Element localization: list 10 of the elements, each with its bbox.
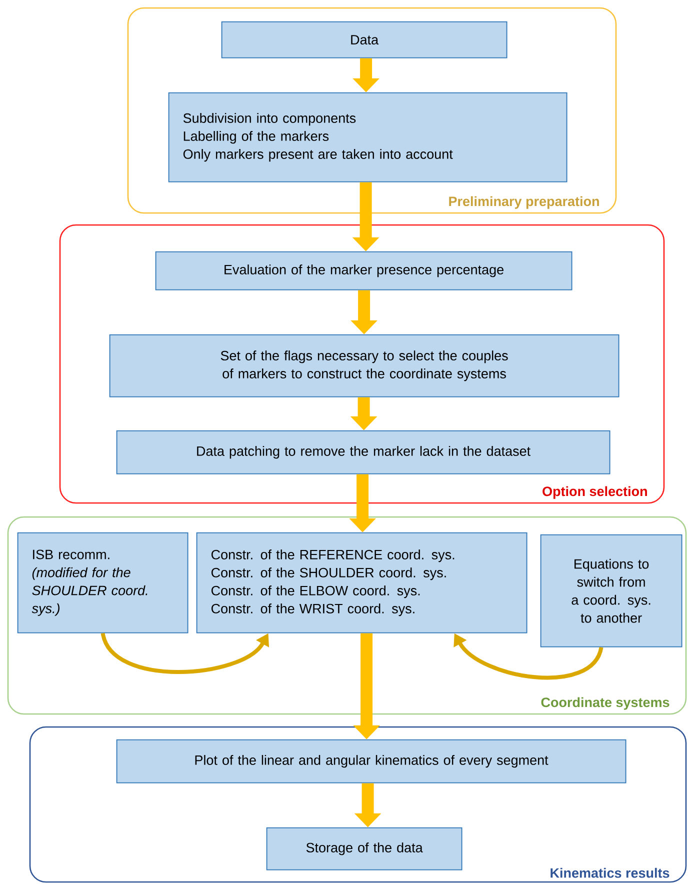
process-box: Data [221, 21, 508, 58]
process-box: Plot of the linear and angular kinematics of every segment [116, 739, 626, 784]
process-box: Evaluation of the marker presence percentage [155, 251, 572, 290]
process-box: Storage of the data [266, 827, 462, 870]
process-box: Set of the flags necessary to select the couples of markers to construct the coordinate systems [109, 334, 620, 398]
process-box: Constr. of the REFERENCE coord. sys. Constr. of the SHOULDER coord. sys. Constr. of the ELBOW coord. sys. Constr. of the WRIST coord. sys. [196, 532, 528, 634]
process-box: Subdivision into components Labelling of the markers Only markers present are taken into account [168, 92, 568, 182]
process-box: ISB recomm. (modified for the SHOULDER coord. sys.) [17, 532, 188, 634]
process-box: Data patching to remove the marker lack in the dataset [116, 430, 610, 474]
process-box: Equations to switch from a coord. sys. to another [540, 534, 682, 648]
